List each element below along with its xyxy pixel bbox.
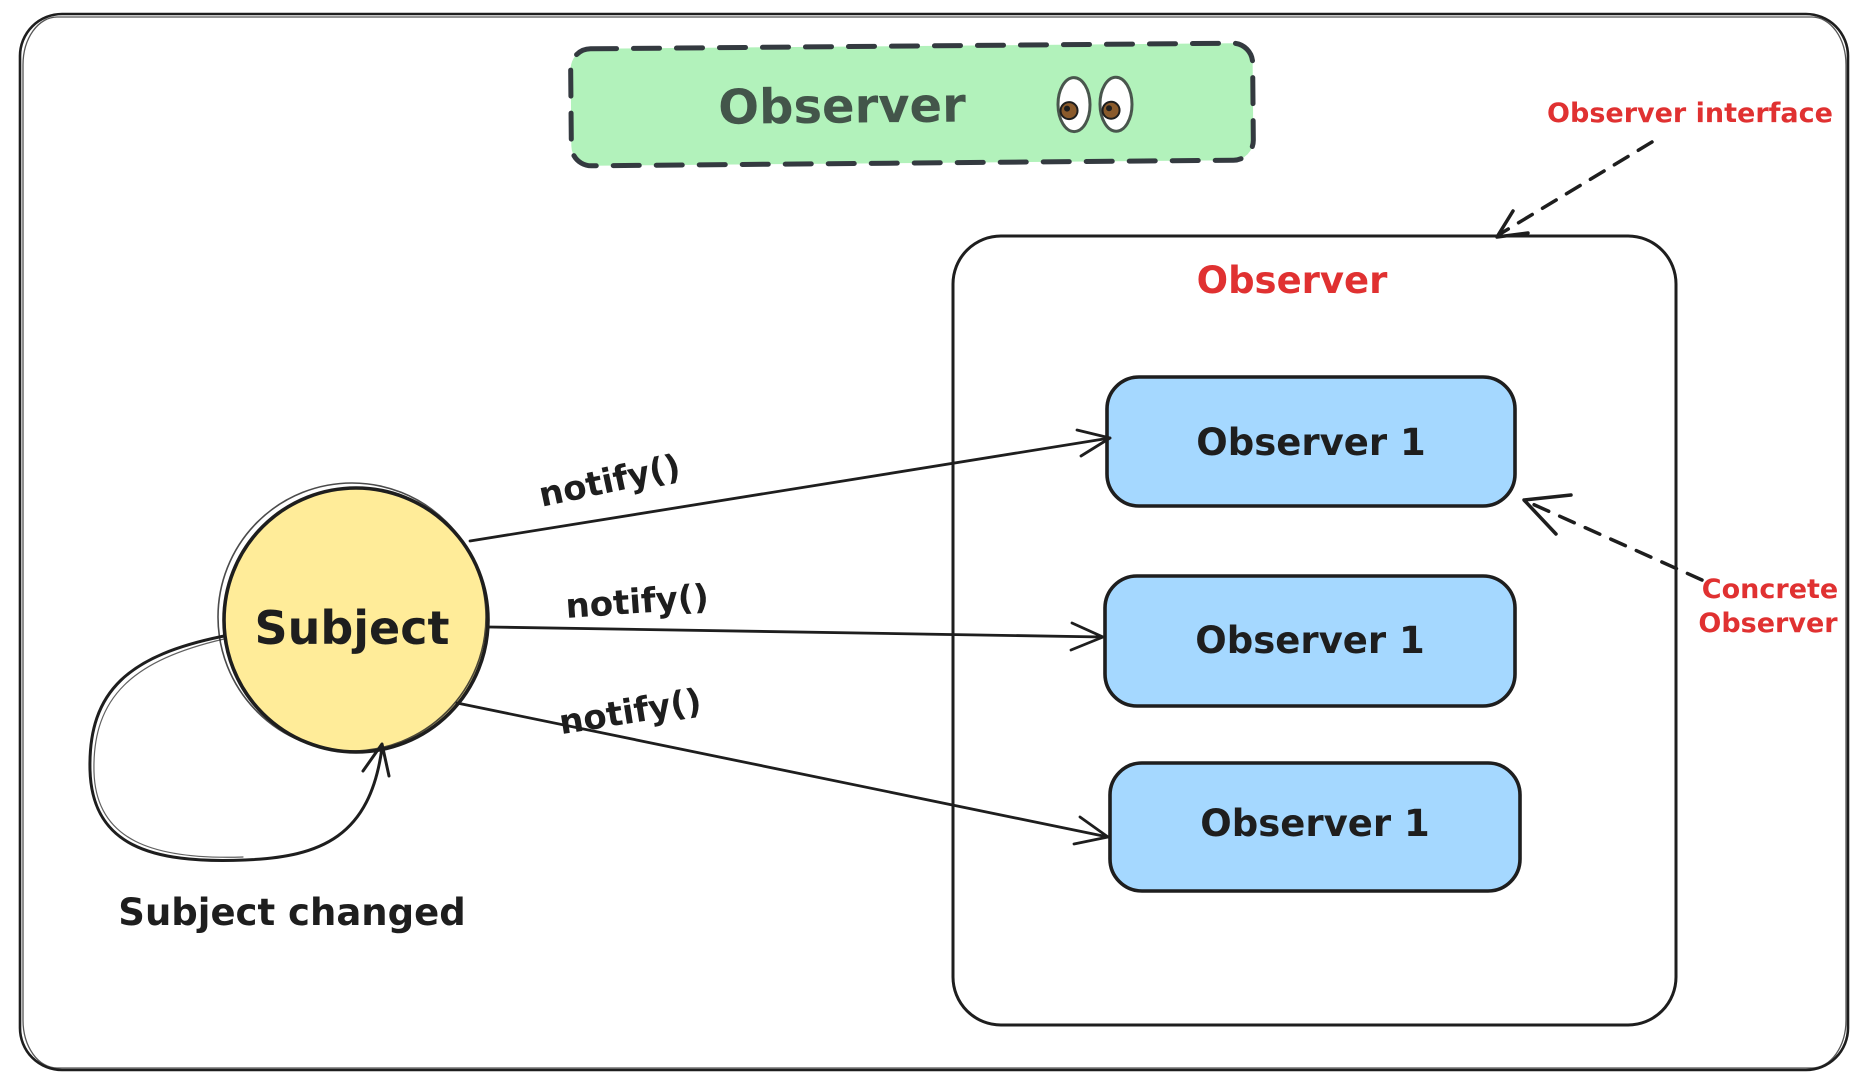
svg-text:Concrete: Concrete	[1702, 574, 1838, 605]
notify-label: notify()	[556, 681, 704, 743]
observer-container-label: Observer	[1197, 259, 1389, 302]
observer-interface-arrow	[1495, 140, 1654, 239]
notify-label: notify()	[535, 447, 684, 516]
observer-box-2: Observer 1	[1103, 574, 1517, 708]
observer-box-label: Observer 1	[1196, 421, 1425, 464]
notify-arrow-3	[455, 701, 1110, 846]
observer-interface-annotation: Observer interface	[1547, 98, 1833, 129]
notify-arrow-2	[487, 621, 1105, 652]
observer-box-1: Observer 1	[1105, 375, 1517, 508]
observer-box-label: Observer 1	[1195, 619, 1424, 662]
subject-changed-label: Subject changed	[118, 891, 465, 934]
title-banner: Observer	[568, 40, 1256, 169]
title-banner-box	[568, 40, 1256, 169]
self-loop-arrow	[88, 634, 391, 862]
subject-node: Subject	[217, 482, 490, 754]
eyes-icon	[1056, 75, 1134, 134]
title-banner-label: Observer	[718, 78, 966, 136]
observer-box-label: Observer 1	[1200, 802, 1429, 845]
observer-box-3: Observer 1	[1108, 761, 1522, 893]
concrete-observer-arrow	[1522, 493, 1704, 582]
outer-frame	[18, 12, 1850, 1072]
svg-text:Observer: Observer	[1698, 608, 1838, 639]
concrete-observer-annotation: Concrete Observer	[1698, 574, 1838, 639]
subject-label: Subject	[254, 601, 449, 655]
notify-label: notify()	[564, 577, 710, 627]
notify-arrow-1	[468, 428, 1112, 543]
observer-container: Observer	[951, 234, 1678, 1027]
